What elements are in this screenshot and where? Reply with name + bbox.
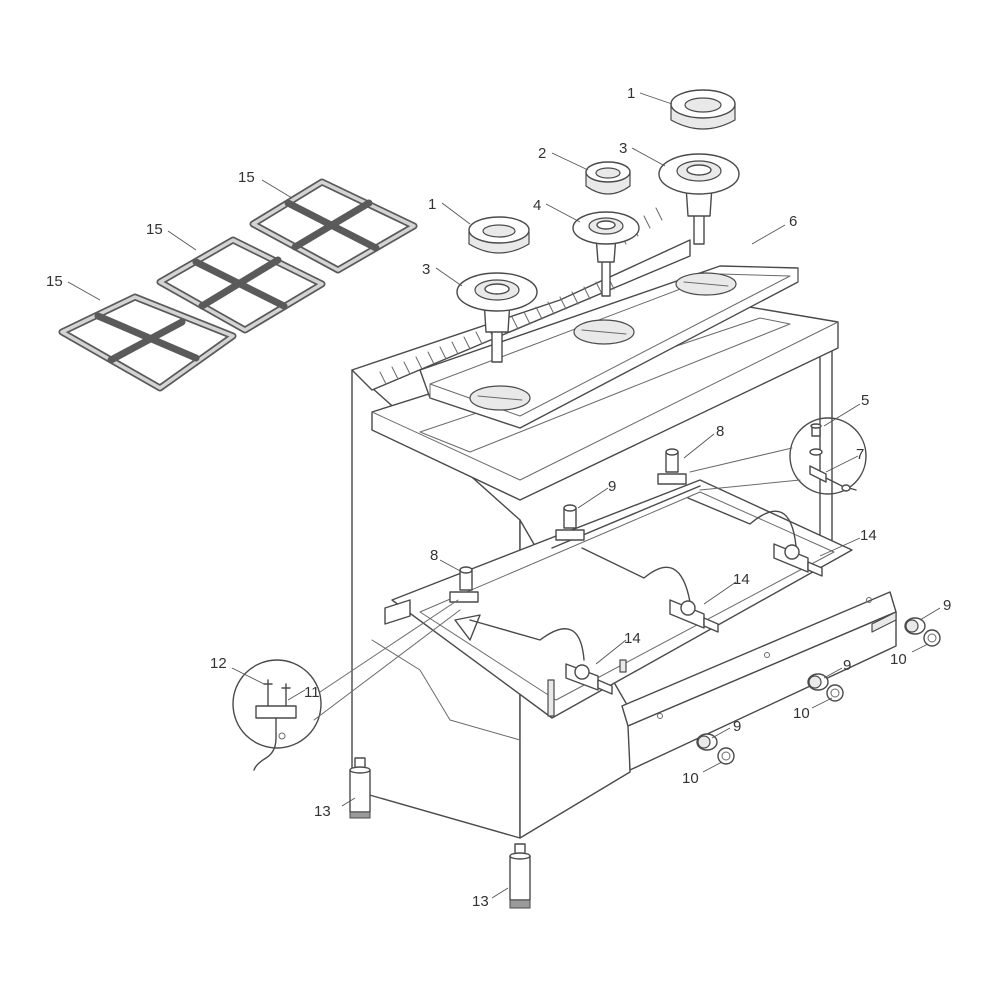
- burner-body-middle: [572, 211, 640, 297]
- drip-tray: [419, 265, 799, 429]
- callout-4: 4: [533, 197, 541, 214]
- callout-9-right: 9: [943, 597, 951, 614]
- adjustable-leg-right: [509, 843, 531, 909]
- knob-bezel-right: [923, 629, 941, 647]
- callout-14-left: 14: [624, 630, 641, 647]
- callout-2: 2: [538, 145, 546, 162]
- callout-6: 6: [789, 213, 797, 230]
- callout-7: 7: [856, 446, 864, 463]
- gas-valve-right: [773, 543, 823, 577]
- callout-10-middle: 10: [793, 705, 810, 722]
- burner-cap-back-small: [585, 161, 631, 195]
- callout-13-left: 13: [314, 803, 331, 820]
- burner-body-front-left: [456, 272, 538, 363]
- pan-support-grate-2: [156, 236, 326, 334]
- callout-5: 5: [861, 392, 869, 409]
- knob-bezel-left: [717, 747, 735, 765]
- pilot-bracket-right: [657, 448, 687, 485]
- knob-bezel-middle: [826, 684, 844, 702]
- gas-valve-left: [565, 663, 613, 695]
- detail-circle-thermocouple-connector: [689, 417, 867, 495]
- leader-lines: [67, 92, 941, 899]
- callout-15-middle: 15: [146, 221, 163, 238]
- callout-10-right: 10: [890, 651, 907, 668]
- callout-14-right: 14: [860, 527, 877, 544]
- callout-9-left: 9: [733, 718, 741, 735]
- pan-support-grate-3: [249, 178, 418, 274]
- pan-support-grate-1: [58, 293, 237, 392]
- callout-9-pilot: 9: [608, 478, 616, 495]
- callout-3-back: 3: [619, 140, 627, 157]
- callout-10-left: 10: [682, 770, 699, 787]
- adjustable-leg-left: [349, 757, 371, 819]
- callout-1-back: 1: [627, 85, 635, 102]
- callout-3-front: 3: [422, 261, 430, 278]
- pilot-bracket-middle: [555, 504, 585, 541]
- gas-pipework: [469, 485, 797, 661]
- control-knob-right: [904, 617, 926, 635]
- burner-body-back-right: [658, 153, 740, 245]
- burner-cap-front-left: [468, 216, 530, 254]
- control-knob-middle: [807, 673, 829, 691]
- detail-circle-pilot-assembly: [232, 599, 461, 771]
- callout-11: 11: [304, 684, 320, 701]
- gas-valve-middle: [669, 599, 719, 633]
- callout-14-middle: 14: [733, 571, 750, 588]
- callout-8-left: 8: [430, 547, 438, 564]
- callout-9-middle: 9: [843, 657, 851, 674]
- callout-12: 12: [210, 655, 227, 672]
- callout-15-bottom: 15: [46, 273, 63, 290]
- callout-8-right: 8: [716, 423, 724, 440]
- burner-cap-back-right: [670, 89, 736, 130]
- callout-15-top: 15: [238, 169, 255, 186]
- callout-13-right: 13: [472, 893, 489, 910]
- callout-labels: 1 2 3 1 4 3 6 15 15 15 5 7 8 9 8 14 14 1…: [46, 85, 951, 910]
- pilot-bracket-left: [449, 566, 479, 603]
- callout-1-front: 1: [428, 196, 436, 213]
